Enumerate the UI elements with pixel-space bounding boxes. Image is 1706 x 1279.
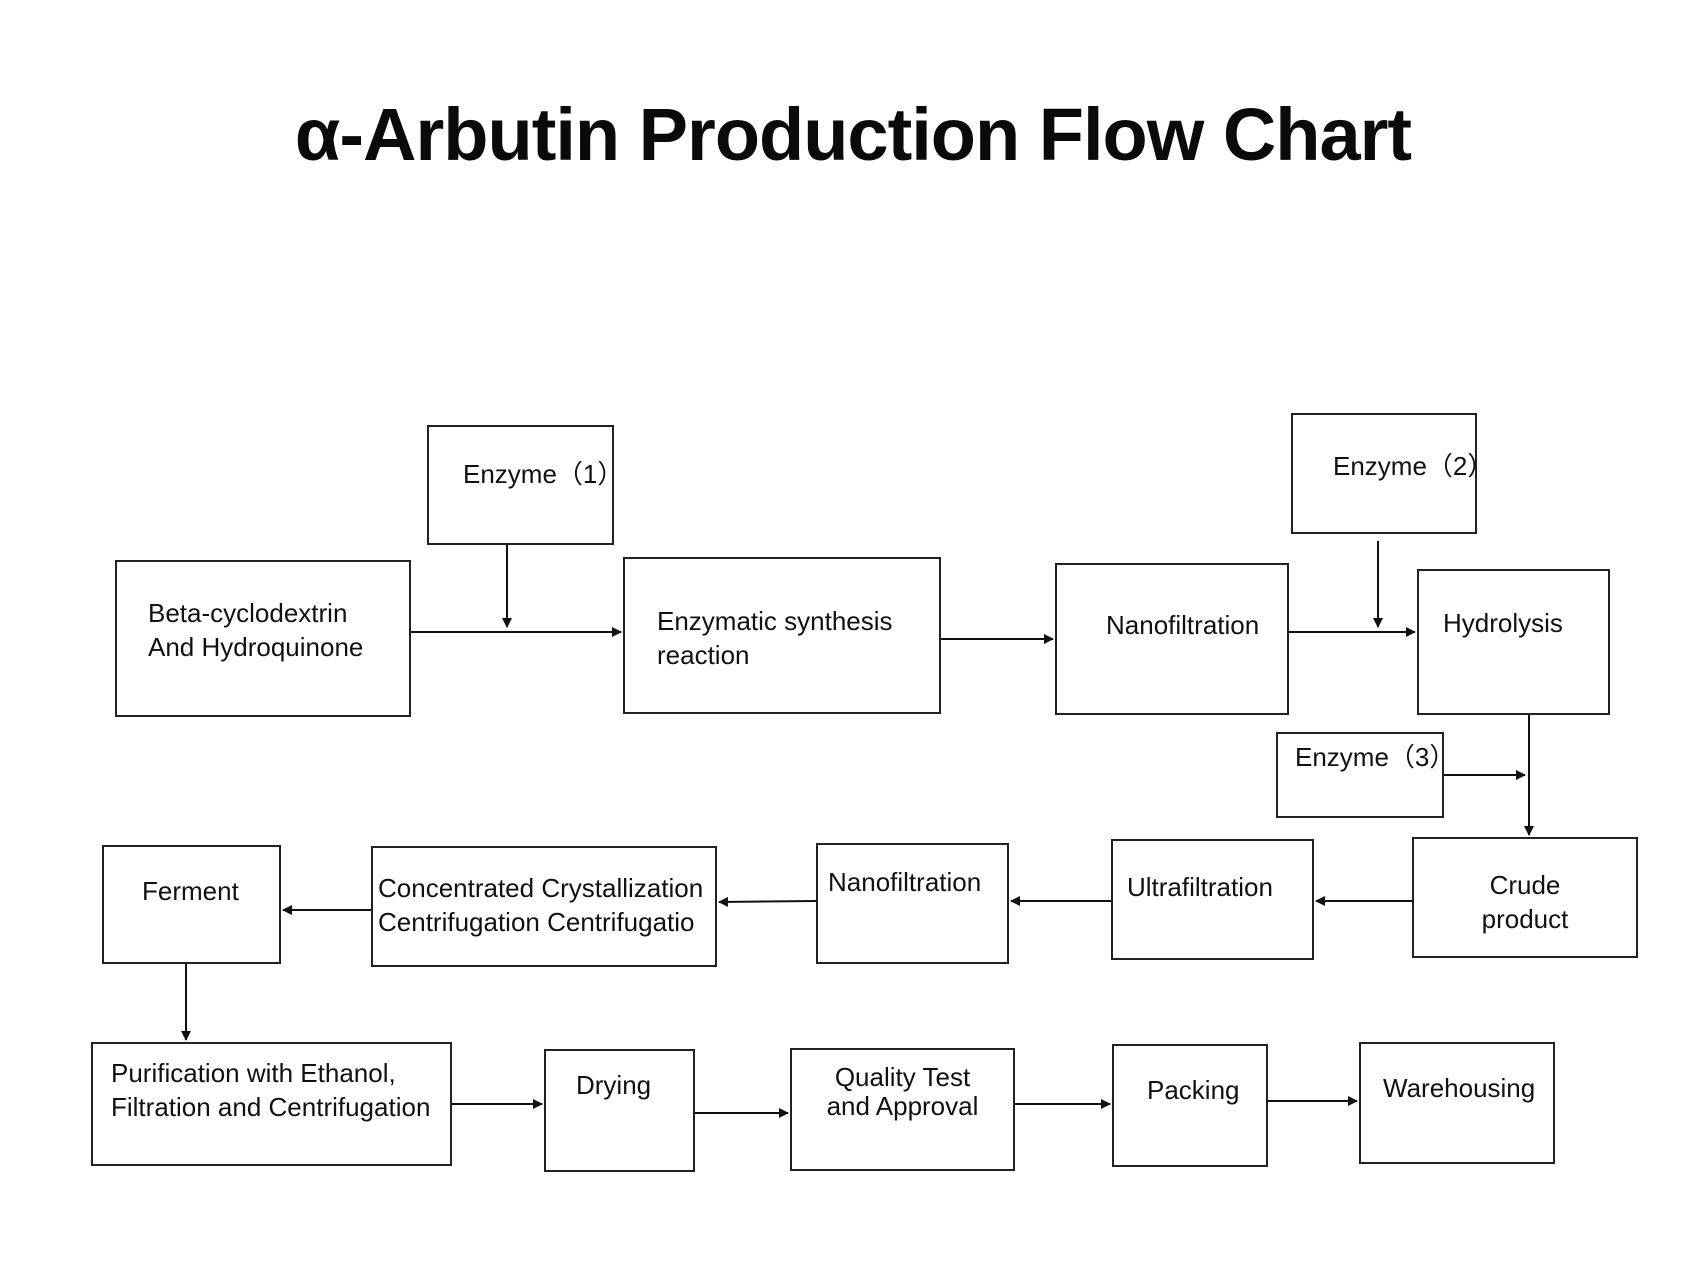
nanofiltration-1-box <box>1055 563 1289 715</box>
drying-label: Drying <box>576 1070 652 1100</box>
nanofiltration-2-box <box>816 843 1009 964</box>
concentrated-line-2: Centrifugation Centrifugatio <box>378 907 695 937</box>
raw-materials-label: Beta-cyclodextrin And Hydroquinone <box>148 596 363 664</box>
quality-line-2: and Approval <box>826 1091 979 1121</box>
enzyme-3-box <box>1276 732 1444 818</box>
crude-product-line-2: product <box>1481 904 1569 934</box>
ferment-box <box>102 845 281 964</box>
quality-label: Quality Test and Approval <box>790 1063 1015 1121</box>
enzymatic-synthesis-label: Enzymatic synthesis reaction <box>657 604 893 672</box>
enzymatic-synthesis-line-1: Enzymatic synthesis <box>657 606 893 636</box>
purification-line-2: Filtration and Centrifugation <box>111 1092 431 1122</box>
purification-line-1: Purification with Ethanol, <box>111 1058 396 1088</box>
enzyme-3-label: Enzyme（3） <box>1295 742 1456 772</box>
enzyme-1-label: Enzyme（1） <box>463 459 624 489</box>
crude-product-line-1: Crude <box>1489 870 1561 900</box>
warehousing-box <box>1359 1042 1555 1164</box>
ferment-label: Ferment <box>142 876 239 906</box>
quality-line-1: Quality Test <box>834 1062 971 1092</box>
concentrated-line-1: Concentrated Crystallization <box>378 873 704 903</box>
packing-box <box>1112 1044 1268 1167</box>
drying-box <box>544 1049 695 1172</box>
ultrafiltration-box <box>1111 839 1314 960</box>
nanofiltration-2-label: Nanofiltration <box>828 867 982 897</box>
packing-label: Packing <box>1147 1075 1240 1105</box>
nanofiltration-1-label: Nanofiltration <box>1106 610 1260 640</box>
enzyme-2-box <box>1291 413 1477 534</box>
enzyme-1-box <box>427 425 614 545</box>
purification-label: Purification with Ethanol, Filtration an… <box>111 1056 430 1124</box>
purification-box <box>91 1042 452 1166</box>
enzymatic-synthesis-line-2: reaction <box>657 640 750 670</box>
hydrolysis-label: Hydrolysis <box>1443 608 1563 638</box>
ultrafiltration-label: Ultrafiltration <box>1127 872 1273 902</box>
enzyme-2-label: Enzyme（2） <box>1333 451 1494 481</box>
raw-materials-box <box>115 560 411 717</box>
arrow-nano2-to-concentrated <box>718 896 817 907</box>
hydrolysis-box <box>1417 569 1610 715</box>
warehousing-label: Warehousing <box>1383 1073 1536 1103</box>
concentrated-label: Concentrated Crystallization Centrifugat… <box>378 871 703 939</box>
concentrated-box <box>371 846 717 967</box>
enzymatic-synthesis-box <box>623 557 941 714</box>
quality-box <box>790 1048 1015 1171</box>
crude-product-label: Crude product <box>1412 868 1638 936</box>
crude-product-box <box>1412 837 1638 958</box>
raw-materials-line-2: And Hydroquinone <box>148 632 364 662</box>
raw-materials-line-1: Beta-cyclodextrin <box>148 598 348 628</box>
page-title: α-Arbutin Production Flow Chart <box>294 93 1412 176</box>
